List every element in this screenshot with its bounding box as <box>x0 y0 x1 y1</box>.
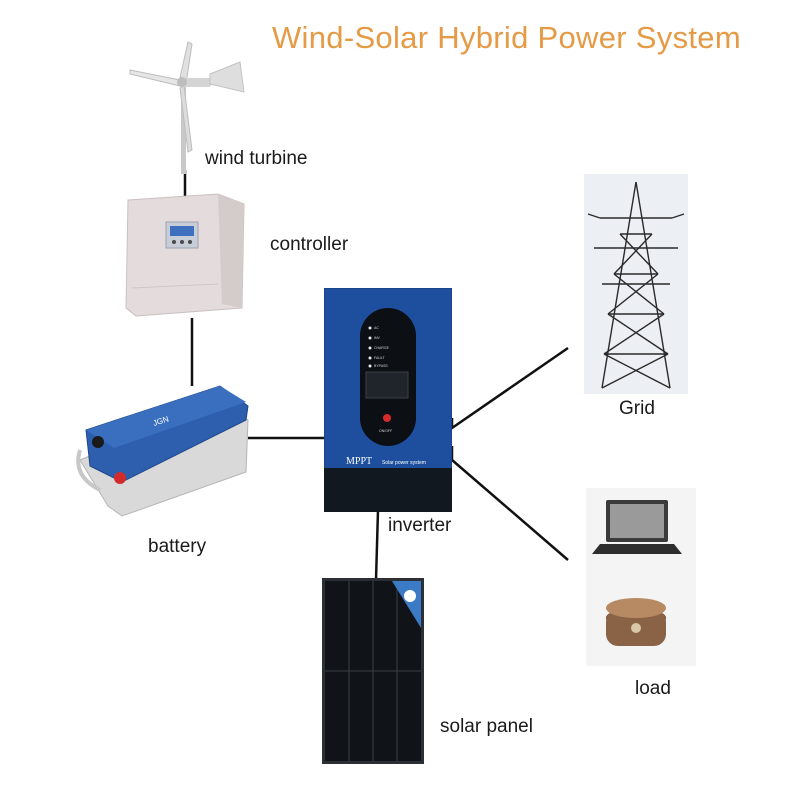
indicator-2: INV <box>374 336 381 340</box>
label-wind-turbine: wind turbine <box>205 148 308 169</box>
label-battery: battery <box>148 536 207 557</box>
indicator-1: AC <box>374 326 379 330</box>
laptop-icon <box>592 544 682 554</box>
inverter-brand: MPPT <box>346 456 372 467</box>
wind-turbine-icon <box>129 41 245 174</box>
label-grid: Grid <box>619 398 655 419</box>
wire-inverter-grid <box>450 346 569 431</box>
battery-icon: JGN <box>76 385 249 517</box>
indicator-4: FAULT <box>374 356 385 360</box>
inverter-icon: AC INV CHARGE FAULT BYPASS ON/OFF MPPT S… <box>323 287 453 513</box>
controller-cabinet-icon <box>125 193 245 317</box>
label-controller: controller <box>270 234 349 255</box>
solar-panel-icon <box>322 578 424 764</box>
power-button-label: ON/OFF <box>379 429 392 433</box>
indicator-3: CHARGE <box>374 346 390 350</box>
load-panel <box>586 488 696 666</box>
inverter-subtitle: Solar power system <box>382 460 426 466</box>
wire-inverter-solar <box>374 509 380 581</box>
diagram-title: Wind-Solar Hybrid Power System <box>272 20 741 55</box>
grid-tower-icon <box>584 174 688 394</box>
wire-inverter-load <box>450 446 569 561</box>
label-inverter: inverter <box>388 515 452 536</box>
label-solar-panel: solar panel <box>440 716 533 737</box>
label-load: load <box>635 678 671 699</box>
indicator-5: BYPASS <box>374 364 388 368</box>
